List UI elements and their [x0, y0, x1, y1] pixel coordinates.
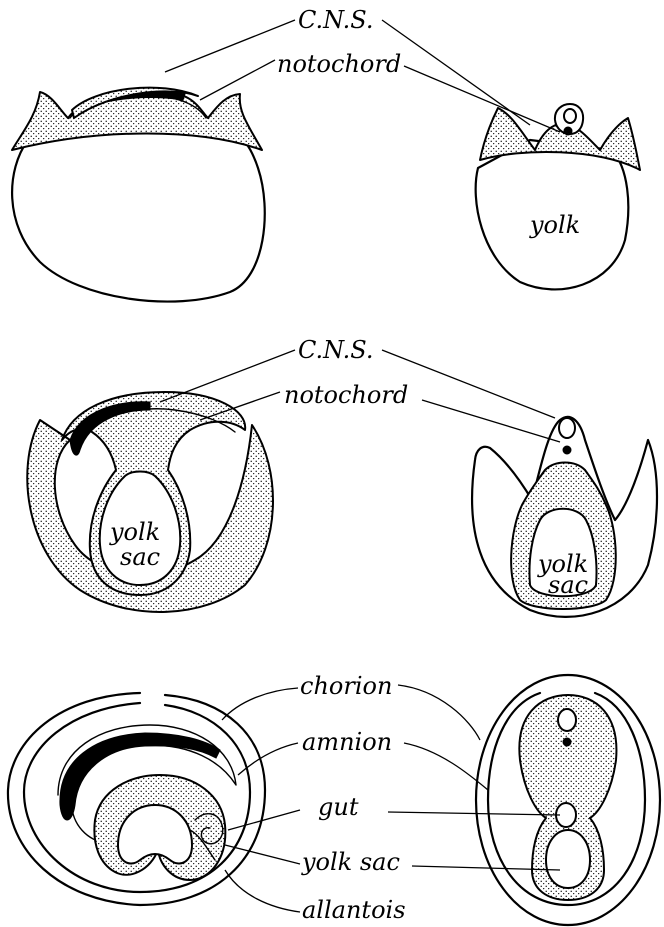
row3-label-yolk-sac: yolk sac	[301, 848, 400, 876]
row3-label-chorion: chorion	[300, 672, 392, 700]
row-1: yolk C.N.S. notochord	[12, 6, 640, 302]
row3-right-embryo	[476, 675, 660, 925]
row2-left-inner-label-line2: sac	[120, 543, 160, 571]
row2-left-embryo: yolk sac	[27, 392, 273, 612]
row-3: chorion amnion gut yolk sac allantois	[8, 672, 660, 925]
row1-right-inner-label: yolk	[529, 211, 580, 239]
row2-right-embryo: yolk sac	[472, 417, 657, 617]
row2-left-inner-label-line1: yolk	[109, 518, 160, 546]
row2-label-notochord: notochord	[284, 381, 408, 409]
row3-label-allantois: allantois	[302, 896, 406, 924]
row3-label-amnion: amnion	[302, 728, 392, 756]
row-2: yolk sac yolk sac C.N.S. notochord	[27, 336, 657, 617]
row1-label-notochord: notochord	[277, 50, 401, 78]
row2-label-cns: C.N.S.	[298, 336, 373, 364]
row3-label-gut: gut	[318, 793, 359, 821]
row1-left-embryo	[12, 88, 265, 302]
row1-right-embryo: yolk	[476, 104, 640, 289]
row2-right-inner-label-line2: sac	[548, 571, 588, 599]
row1-label-cns: C.N.S.	[298, 6, 373, 34]
